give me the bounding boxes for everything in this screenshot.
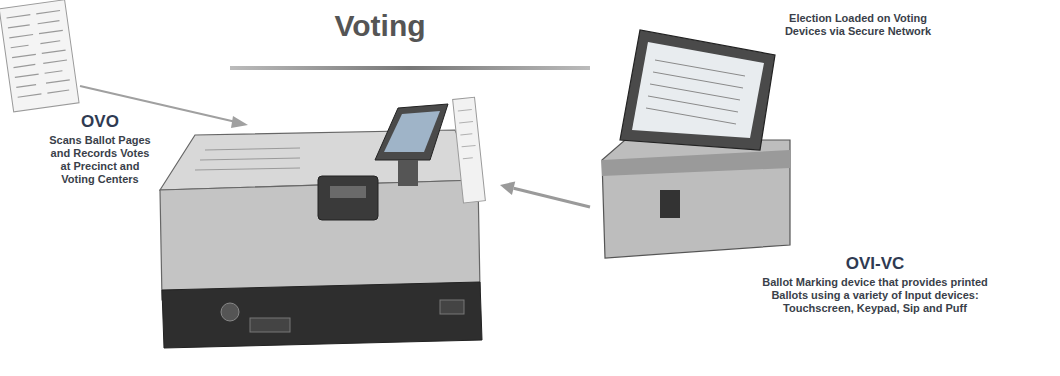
note-label: Election Loaded on Voting Devices via Se… [768, 12, 948, 38]
device-name: OVO [45, 112, 155, 132]
diagram-title: Voting [230, 8, 530, 44]
arrow-connector [500, 181, 590, 206]
device-name: OVI-VC [755, 254, 995, 274]
device-description: Ballot Marking device that provides prin… [745, 276, 1005, 315]
device-group: OVI-VCBallot Marking device that provide… [590, 30, 1055, 350]
device-group: OVOScans Ballot Pages and Records Votes … [40, 88, 500, 350]
device-description: Scans Ballot Pages and Records Votes at … [45, 134, 155, 186]
